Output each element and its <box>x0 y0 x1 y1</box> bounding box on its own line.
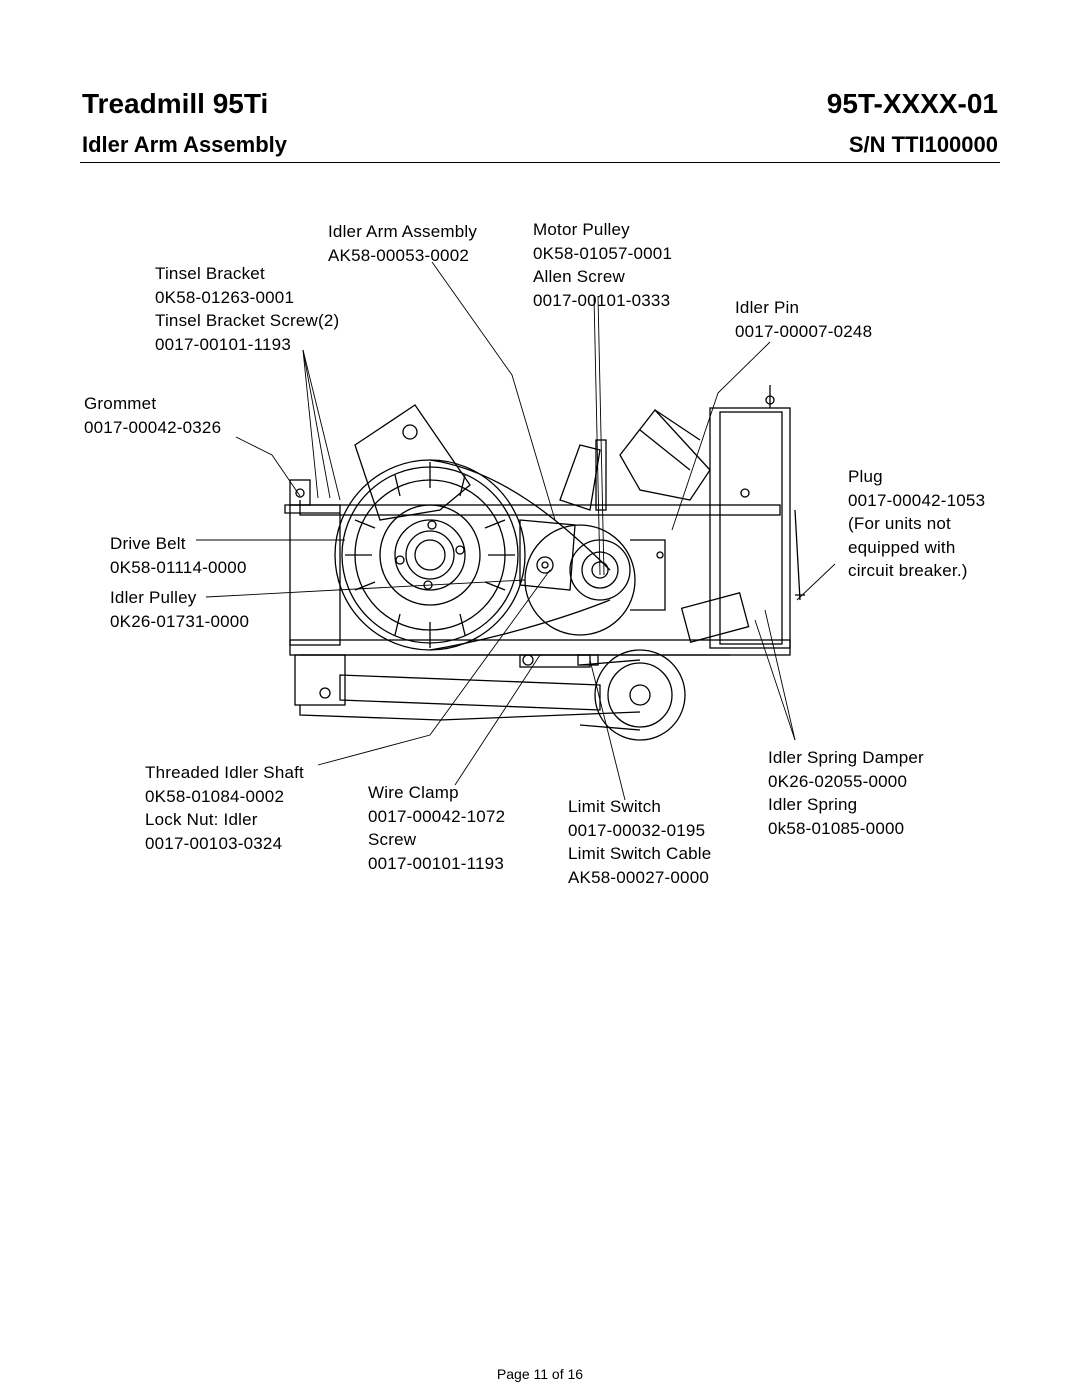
serial-number: S/N TTI100000 <box>848 132 998 157</box>
leader-lines <box>196 261 836 801</box>
idler-arm <box>519 509 805 643</box>
document-title: Treadmill 95Ti <box>82 88 269 119</box>
section-title: Idler Arm Assembly <box>82 132 288 157</box>
drive-pulley <box>334 459 526 651</box>
idler-arm-assembly-diagram <box>196 261 836 801</box>
motor-mount <box>289 404 471 521</box>
motor <box>559 385 791 649</box>
header-rule <box>80 162 1000 163</box>
page-number: Page 11 of 16 <box>496 1366 584 1382</box>
model-number: 95T-XXXX-01 <box>826 88 998 119</box>
idler-pulley <box>579 649 686 741</box>
drive-belt <box>429 459 611 651</box>
